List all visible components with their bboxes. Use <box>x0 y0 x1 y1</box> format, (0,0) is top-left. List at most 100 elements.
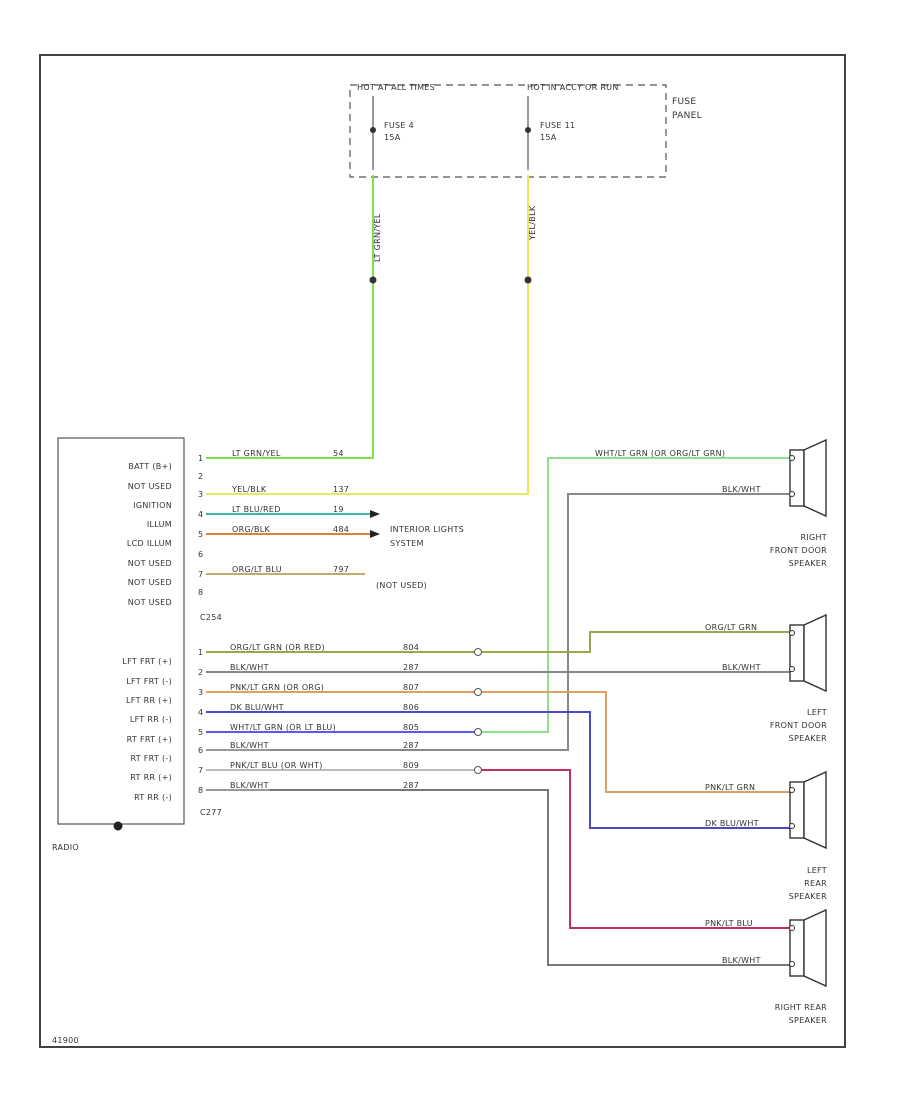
route-lft-rr-neg <box>270 711 790 829</box>
splice-a <box>369 276 377 284</box>
route-rt-frt-pos <box>475 457 790 733</box>
radio-pin-top-label: NOT USED <box>128 598 172 607</box>
arrow-interior-2 <box>370 530 380 538</box>
wire-yel-blk-feed <box>270 175 529 495</box>
speaker-rf-pos-wire: WHT/LT GRN (OR ORG/LT GRN) <box>595 449 725 458</box>
radio-pin-bottom-label: LFT FRT (+) <box>122 657 172 666</box>
splice-b <box>524 276 532 284</box>
conn-circle-3 <box>474 728 482 736</box>
radio-pin-top-label: ILLUM <box>147 520 172 529</box>
speaker-lr-pos-wire: PNK/LT GRN <box>705 783 755 792</box>
radio-pin-bottom-label: RT RR (-) <box>134 793 172 802</box>
radio-pin-top-label: NOT USED <box>128 578 172 587</box>
top-wire-circuit-label: 484 <box>333 525 349 534</box>
diagram-frame <box>39 54 846 1048</box>
radio-pins-bottom: LFT FRT (+)LFT FRT (-)LFT RR (+)LFT RR (… <box>122 657 172 802</box>
connector-c254: C254 <box>200 613 222 622</box>
speaker-lf-line1: LEFT <box>807 708 827 717</box>
bottom-wire-circuit-label: 287 <box>403 781 419 790</box>
top-wire-color-label: YEL/BLK <box>231 485 267 494</box>
fuse-b-name: FUSE 11 <box>540 121 575 130</box>
bottom-wire-color-label: DK BLU/WHT <box>230 703 284 712</box>
top-wire-color-label: LT BLU/RED <box>232 505 281 514</box>
fuse-b-rating: 15A <box>540 133 557 142</box>
conn-circle-4 <box>474 766 482 774</box>
speaker-rr-line2: SPEAKER <box>789 1016 828 1025</box>
top-wire-number: 6 <box>198 550 203 559</box>
radio-pin-top-label: NOT USED <box>128 482 172 491</box>
bottom-wire-number: 3 <box>198 688 203 697</box>
bottom-wire-number: 5 <box>198 728 203 737</box>
fuse-panel-box <box>349 84 667 178</box>
radio-unit: RADIO C254 C277 BATT (B+) NOT USED IGNITIO… <box>52 437 222 852</box>
route-lft-rr-pos <box>475 691 790 793</box>
speaker-icon <box>789 438 827 518</box>
bottom-wire-color-label: ORG/LT GRN (OR RED) <box>230 643 325 652</box>
top-wire-circuit-label: 137 <box>333 485 349 494</box>
radio-pin-top-label: IGNITION <box>133 501 172 510</box>
bottom-wire-color-label: BLK/WHT <box>230 781 269 790</box>
conn-circle-1 <box>474 648 482 656</box>
radio-pin-bottom-label: LFT RR (-) <box>130 715 172 724</box>
speaker-lr-line1: LEFT <box>807 866 827 875</box>
speaker-rf-line1: RIGHT <box>800 533 827 542</box>
speaker-rf-line3: SPEAKER <box>789 559 828 568</box>
radio-ground <box>113 821 123 831</box>
hot-in-run-label: HOT IN ACCY OR RUN <box>527 83 619 92</box>
speaker-lr-line2: REAR <box>804 879 827 888</box>
bottom-wire-circuit-label: 807 <box>403 683 419 692</box>
speakers <box>789 438 827 988</box>
wire-a-vertical-label: LT GRN/YEL <box>373 213 382 262</box>
bottom-wire-circuit-label: 809 <box>403 761 419 770</box>
top-wire-number: 8 <box>198 588 203 597</box>
fuse-a-rating: 15A <box>384 133 401 142</box>
radio-pin-top-label: NOT USED <box>128 559 172 568</box>
bottom-wire-circuit-label: 287 <box>403 663 419 672</box>
top-wire-number: 5 <box>198 530 203 539</box>
arrow-interior-1 <box>370 510 380 518</box>
radio-box <box>57 437 185 825</box>
conn-circle-2 <box>474 688 482 696</box>
speaker-lr-line3: SPEAKER <box>789 892 828 901</box>
route-rt-rr-neg <box>270 789 790 966</box>
top-wire-color-label: ORG/BLK <box>232 525 270 534</box>
bottom-wire-circuit-label: 806 <box>403 703 419 712</box>
top-wire-number: 3 <box>198 490 203 499</box>
top-wire-circuit-label: 797 <box>333 565 349 574</box>
radio-pin-bottom-label: RT FRT (+) <box>127 735 172 744</box>
speaker-rf-neg-wire: BLK/WHT <box>722 485 761 494</box>
speaker-lf-pos-wire: ORG/LT GRN <box>705 623 757 632</box>
radio-pin-bottom-label: RT FRT (-) <box>130 754 172 763</box>
radio-pin-bottom-label: LFT FRT (-) <box>126 677 172 686</box>
radio-pin-top-label: BATT (B+) <box>128 462 172 471</box>
top-wire-number: 4 <box>198 510 203 519</box>
interior-lights-line2: SYSTEM <box>390 539 424 548</box>
bottom-wire-color-label: BLK/WHT <box>230 741 269 750</box>
speaker-lr-neg-wire: DK BLU/WHT <box>705 819 759 828</box>
wire-b-vertical-label: YEL/BLK <box>528 205 537 241</box>
radio-label: RADIO <box>52 843 79 852</box>
radio-pin-top-label: LCD ILLUM <box>127 539 172 548</box>
top-wire-color-label: ORG/LT BLU <box>232 565 282 574</box>
radio-pins-top: BATT (B+) NOT USED IGNITION ILLUM LCD ILLUM N… <box>127 462 172 607</box>
fuse-panel: HOT AT ALL TIMES HOT IN ACCY OR RUN FUSE… <box>349 83 702 178</box>
top-wire-circuit-label: 54 <box>333 449 344 458</box>
bottom-wire-number: 8 <box>198 786 203 795</box>
fuse-a-name: FUSE 4 <box>384 121 414 130</box>
speaker-rr-neg-wire: BLK/WHT <box>722 956 761 965</box>
bottom-wire-circuit-label: 805 <box>403 723 419 732</box>
connector-c277: C277 <box>200 808 222 817</box>
speaker-lf-line2: FRONT DOOR <box>770 721 827 730</box>
bottom-wire-number: 1 <box>198 648 203 657</box>
not-used-label: (NOT USED) <box>376 581 427 590</box>
top-wire-number: 7 <box>198 570 203 579</box>
top-wire-number: 2 <box>198 472 203 481</box>
fuse-a-node <box>370 127 376 133</box>
top-wire-color-label: LT GRN/YEL <box>232 449 281 458</box>
speaker-icon <box>789 908 827 988</box>
wire-lt-grn-yel-feed <box>270 175 374 459</box>
interior-lights-line1: INTERIOR LIGHTS <box>390 525 464 534</box>
